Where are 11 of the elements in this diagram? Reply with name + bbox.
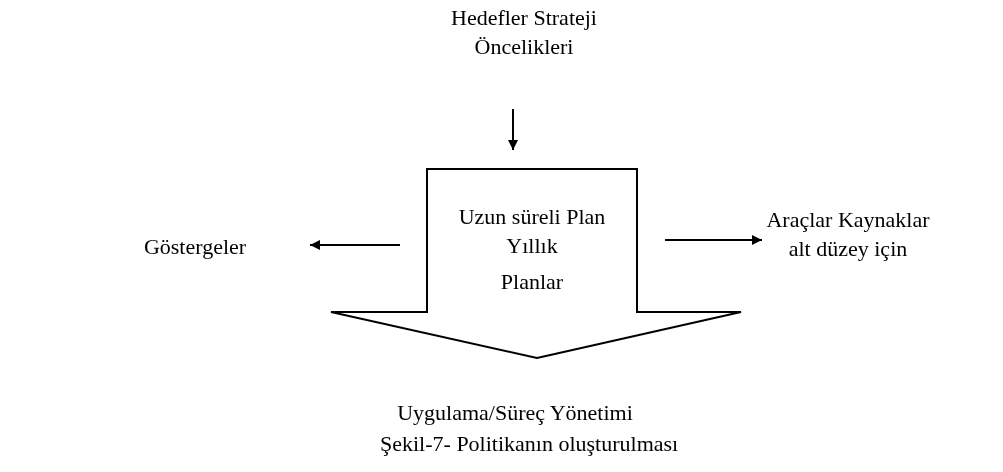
block-arrow-shape: [330, 168, 742, 359]
node-text: Planlar: [500, 268, 564, 296]
node-text: Uygulama/Süreç Yönetimi: [397, 399, 633, 427]
node-text: Göstergeler: [143, 233, 247, 261]
arrow: [664, 235, 763, 245]
arrow: [508, 108, 518, 151]
node-text: Uzun süreli Plan Yıllık: [457, 203, 607, 260]
node-text: Araçlar Kaynaklar alt düzey için: [765, 206, 931, 263]
figure-caption: Şekil-7- Politikanın oluşturulması: [380, 430, 679, 458]
arrow: [309, 240, 401, 250]
node-text: Hedefler Strateji Öncelikleri: [450, 4, 598, 61]
